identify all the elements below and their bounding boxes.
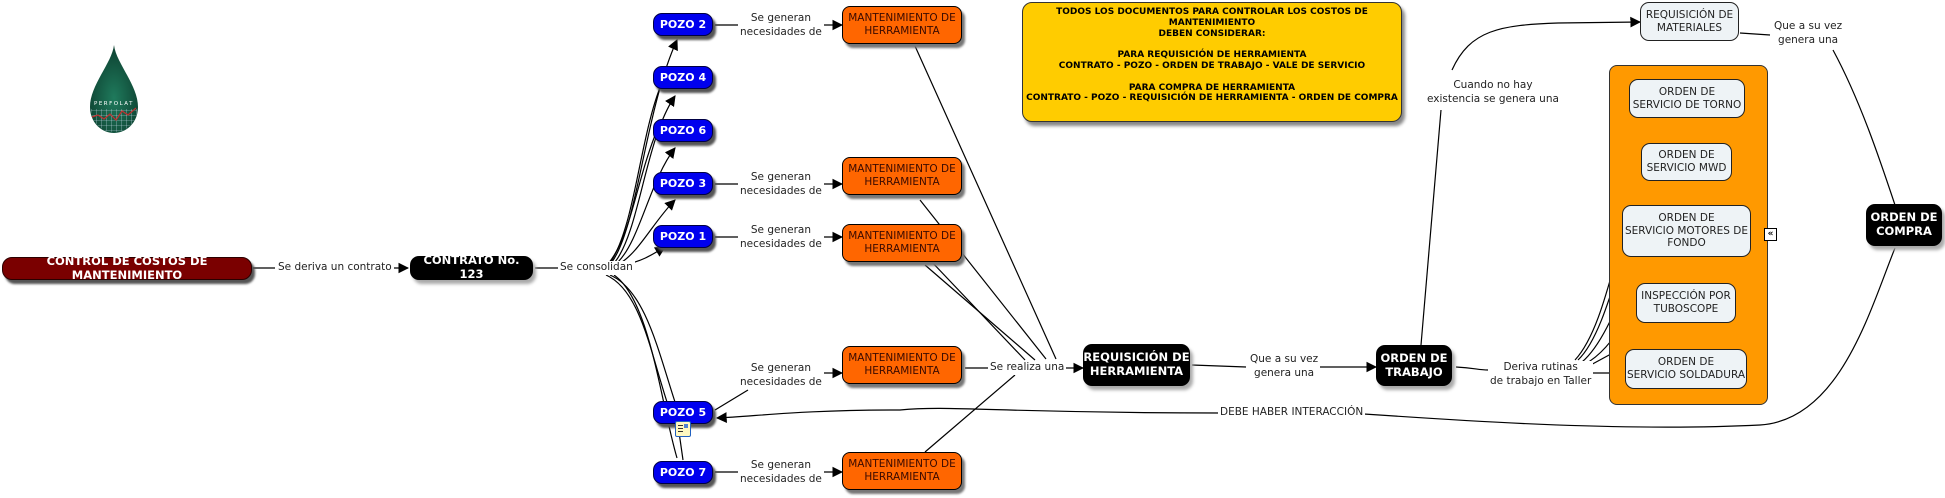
node-pozo-1[interactable]: POZO 1 — [653, 225, 713, 248]
node-pozo-2[interactable]: POZO 2 — [653, 13, 713, 36]
node-pozo-5[interactable]: POZO 5 — [653, 401, 713, 424]
node-orden-compra[interactable]: ORDEN DE COMPRA — [1866, 204, 1942, 246]
node-pozo-4[interactable]: POZO 4 — [653, 66, 713, 89]
root-node-control-costos[interactable]: CONTROL DE COSTOS DE MANTENIMIENTO — [2, 254, 252, 281]
label-no-existencia: Cuando no hay existencia se genera una — [1425, 79, 1561, 107]
svg-text:PERFOLAT: PERFOLAT — [94, 101, 134, 107]
label-generan-pozo1: Se generan necesidades de — [738, 224, 824, 252]
node-mantenimiento-1[interactable]: MANTENIMIENTO DE HERRAMIENTA — [842, 6, 962, 44]
link-to-pozo6 — [617, 147, 676, 263]
label-genera-una-2: Que a su vez genera una — [1772, 20, 1845, 48]
node-orden-servicio-motores-fondo[interactable]: ORDEN DE SERVICIO MOTORES DE FONDO — [1622, 205, 1751, 257]
label-genera-una: Que a su vez genera una — [1248, 353, 1321, 381]
label-deriva-rutinas: Deriva rutinas de trabajo en Taller — [1488, 361, 1594, 389]
node-requisicion-herramienta[interactable]: REQUISICIÓN DE HERRAMIENTA — [1083, 344, 1190, 386]
link-to-pozo7 — [613, 274, 678, 459]
note-attachment-icon[interactable] — [675, 421, 691, 437]
label-generan-pozo5: Se generan necesidades de — [738, 362, 824, 390]
node-orden-servicio-torno[interactable]: ORDEN DE SERVICIO DE TORNO — [1629, 79, 1745, 118]
label-se-realiza: Se realiza una — [988, 361, 1067, 375]
node-orden-servicio-mwd[interactable]: ORDEN DE SERVICIO MWD — [1641, 143, 1732, 181]
perfolat-logo: PERFOLAT — [90, 45, 138, 133]
node-mantenimiento-5[interactable]: MANTENIMIENTO DE HERRAMIENTA — [842, 452, 962, 490]
label-generan-pozo7: Se generan necesidades de — [738, 459, 824, 487]
label-deriva-contrato: Se deriva un contrato — [276, 261, 394, 275]
node-pozo-7[interactable]: POZO 7 — [653, 461, 713, 484]
collapse-icon[interactable]: « — [1764, 228, 1777, 241]
link-to-pozo3 — [621, 199, 676, 263]
note-documentos[interactable]: TODOS LOS DOCUMENTOS PARA CONTROLAR LOS … — [1022, 2, 1402, 122]
node-pozo-3[interactable]: POZO 3 — [653, 172, 713, 195]
label-generan-pozo3: Se generan necesidades de — [738, 171, 824, 199]
label-se-consolidan: Se consolidan — [558, 261, 635, 275]
node-orden-trabajo[interactable]: ORDEN DE TRABAJO — [1376, 345, 1452, 386]
link-to-pozo4 — [614, 95, 676, 263]
node-mantenimiento-3[interactable]: MANTENIMIENTO DE HERRAMIENTA — [842, 224, 962, 262]
node-pozo-6[interactable]: POZO 6 — [653, 119, 713, 142]
node-inspeccion-tuboscope[interactable]: INSPECCIÓN POR TUBOSCOPE — [1636, 283, 1736, 323]
label-debe-haber-interaccion: DEBE HABER INTERACCIÓN — [1218, 406, 1366, 420]
link-to-pozo6b — [607, 127, 659, 265]
node-requisicion-materiales[interactable]: REQUISICIÓN DE MATERIALES — [1640, 2, 1739, 41]
node-contrato[interactable]: CONTRATO No. 123 — [410, 253, 533, 281]
link-to-pozo5b — [609, 274, 676, 403]
link-to-pozo5a — [605, 274, 668, 403]
node-orden-servicio-soldadura[interactable]: ORDEN DE SERVICIO SOLDADURA — [1625, 349, 1747, 389]
node-mantenimiento-2[interactable]: MANTENIMIENTO DE HERRAMIENTA — [842, 157, 962, 195]
label-generan-pozo2: Se generan necesidades de — [738, 12, 824, 40]
node-mantenimiento-4[interactable]: MANTENIMIENTO DE HERRAMIENTA — [842, 346, 962, 384]
